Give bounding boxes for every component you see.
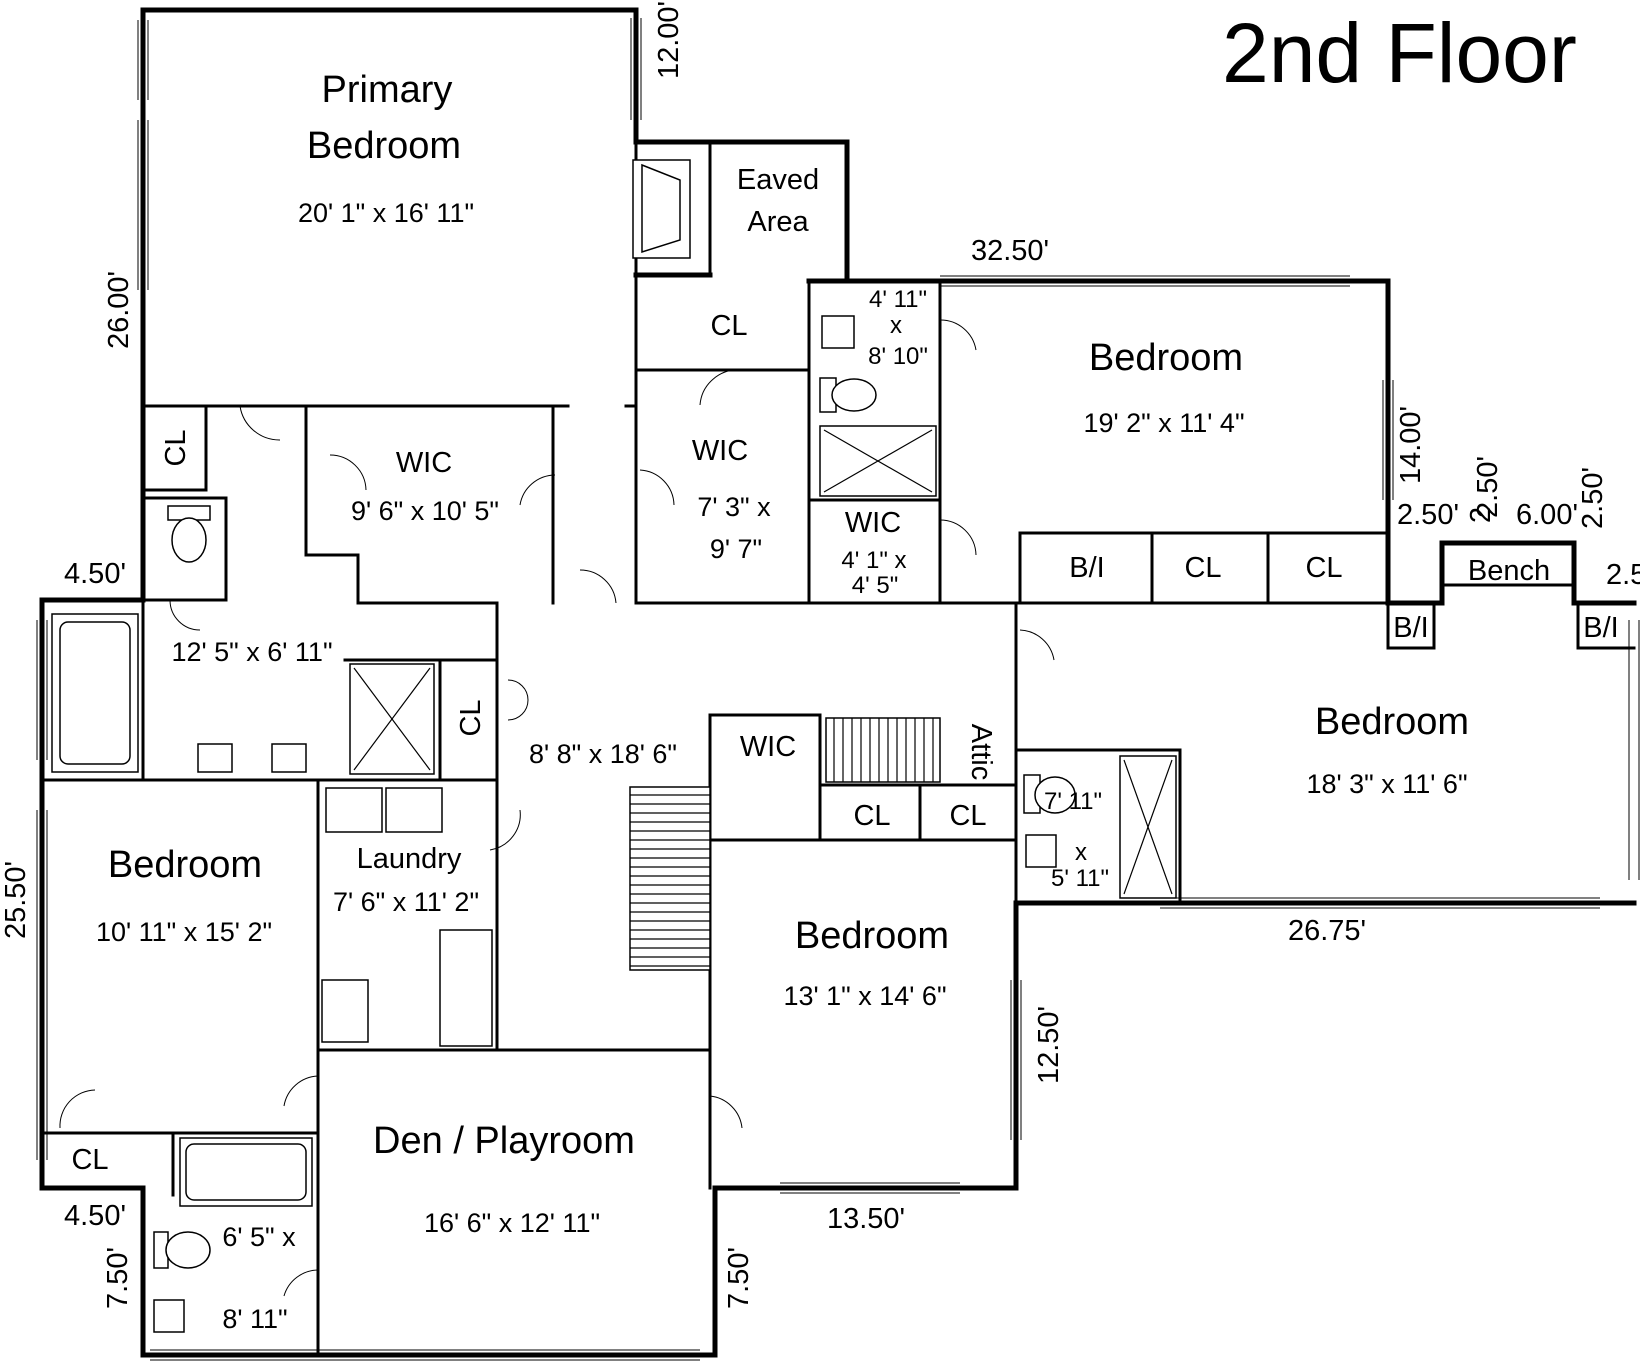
dim-4-50-top: 4.50' — [64, 558, 126, 590]
dim-13-50: 13.50' — [827, 1203, 905, 1235]
primary-wic-name: WIC — [396, 447, 452, 479]
dim-32-50: 32.50' — [971, 235, 1049, 267]
eaved-area-2: Area — [747, 206, 809, 238]
dim-12-50: 12.50' — [1033, 1006, 1065, 1084]
cl-label-ne2: CL — [1305, 552, 1342, 584]
primary-wic-dims: 9' 6" x 10' 5" — [351, 496, 499, 526]
cl-hall-left: CL — [455, 699, 487, 736]
floor-title: 2nd Floor — [1222, 6, 1577, 100]
dim-4-50-bot: 4.50' — [64, 1200, 126, 1232]
hall-dims: 8' 8" x 18' 6" — [529, 739, 677, 769]
laundry-name: Laundry — [357, 843, 462, 875]
dim-2-50-c: 2.50' — [1577, 467, 1609, 529]
bath-e-1: 7' 11" — [1044, 788, 1102, 815]
dim-6-00: 6.00' — [1516, 499, 1578, 531]
wic-small-dims-2: 4' 5" — [852, 572, 898, 599]
dim-7-50-right: 7.50' — [723, 1247, 755, 1309]
den-name: Den / Playroom — [373, 1120, 635, 1162]
cl-sw: CL — [71, 1144, 108, 1176]
dim-2-5-cut: 2.5 — [1606, 559, 1640, 591]
interior-walls — [40, 140, 1636, 1357]
dim-26-00: 26.00' — [103, 271, 135, 349]
eaved-area-1: Eaved — [737, 164, 819, 196]
bi-label-3: B/I — [1583, 612, 1618, 644]
cl-primary-bath: CL — [160, 429, 192, 466]
bedroom-s-dims: 13' 1" x 14' 6" — [783, 981, 946, 1011]
bath-sw-1: 6' 5" x — [222, 1222, 296, 1252]
dim-2-50-a: 2.50' — [1397, 499, 1459, 531]
primary-bedroom-dims: 20' 1" x 16' 11" — [298, 198, 474, 228]
dim-14-00: 14.00' — [1395, 406, 1427, 484]
door-swings — [59, 319, 1055, 1297]
laundry-dims: 7' 6" x 11' 2" — [333, 887, 479, 917]
bedroom-e-dims: 18' 3" x 11' 6" — [1306, 769, 1467, 799]
stair-treads — [630, 718, 934, 967]
primary-bedroom-name-2: Bedroom — [307, 125, 461, 167]
bedroom-ne-dims: 19' 2" x 11' 4" — [1083, 408, 1244, 438]
cl-s1: CL — [853, 800, 890, 832]
bedroom-w-dims: 10' 11" x 15' 2" — [96, 917, 272, 947]
primary-bedroom-name-1: Primary — [322, 69, 453, 111]
cl-s2: CL — [949, 800, 986, 832]
attic-label: Attic — [965, 724, 997, 780]
dim-12-00: 12.00' — [653, 1, 685, 79]
bath-e-3: 5' 11" — [1051, 865, 1109, 892]
wic-center-dims-1: 7' 3" x — [697, 492, 771, 522]
bath-small-2: x — [890, 312, 902, 339]
wic-small-dims-1: 4' 1" x — [841, 547, 906, 574]
den-dims: 16' 6" x 12' 11" — [424, 1208, 600, 1238]
dim-2-cut: 2 — [1465, 507, 1497, 523]
bedroom-e-name: Bedroom — [1315, 701, 1469, 743]
cl-top: CL — [710, 310, 747, 342]
bath-small-1: 4' 11" — [869, 286, 927, 313]
dim-26-75: 26.75' — [1288, 915, 1366, 947]
bench-label: Bench — [1468, 555, 1550, 587]
bedroom-w-name: Bedroom — [108, 844, 262, 886]
wic-small-name: WIC — [845, 507, 901, 539]
cl-label-ne1: CL — [1184, 552, 1221, 584]
windows — [36, 18, 1640, 1361]
bedroom-ne-name: Bedroom — [1089, 337, 1243, 379]
bath-small-3: 8' 10" — [868, 343, 928, 370]
bi-label-1: B/I — [1069, 552, 1104, 584]
bath-primary-dims: 12' 5" x 6' 11" — [171, 637, 332, 667]
bedroom-s-name: Bedroom — [795, 915, 949, 957]
wic-center-name: WIC — [692, 435, 748, 467]
bath-e-2: x — [1075, 839, 1087, 866]
wic-s-name: WIC — [740, 731, 796, 763]
dim-2-50-b: 2.50' — [1472, 456, 1504, 518]
dim-25-50: 25.50' — [0, 861, 32, 939]
bi-label-2: B/I — [1393, 612, 1428, 644]
wic-center-dims-2: 9' 7" — [710, 534, 762, 564]
dim-7-50-left: 7.50' — [102, 1247, 134, 1309]
bath-sw-2: 8' 11" — [222, 1304, 287, 1334]
